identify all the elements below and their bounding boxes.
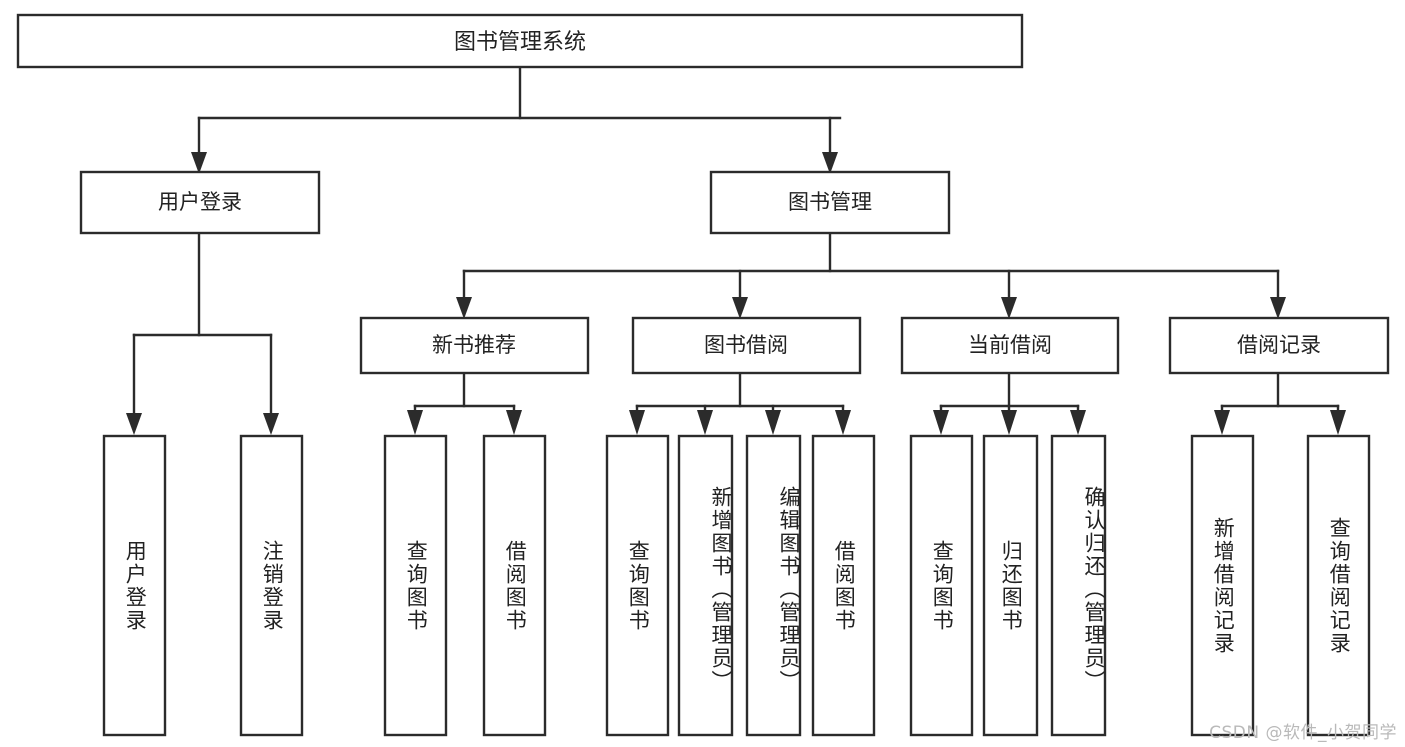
node-leaf-query-book-2[interactable] <box>605 434 670 737</box>
connector-borrowrecord-to-leaves <box>1214 371 1346 435</box>
node-leaf-return-book[interactable] <box>982 434 1039 737</box>
node-book-borrow-label: 图书借阅 <box>704 333 788 357</box>
node-book-management-label: 图书管理 <box>788 190 872 214</box>
node-book-borrow[interactable]: 图书借阅 <box>631 316 862 375</box>
node-current-borrow-label: 当前借阅 <box>968 333 1052 357</box>
connector-bookborrow-to-leaves <box>629 371 851 435</box>
node-leaf-logout-login[interactable] <box>239 434 304 737</box>
node-leaf-confirm-return[interactable] <box>1050 434 1107 737</box>
node-borrow-record-label: 借阅记录 <box>1237 333 1321 357</box>
node-new-book-recommend[interactable]: 新书推荐 <box>359 316 590 375</box>
node-leaf-user-login[interactable] <box>102 434 167 737</box>
node-leaf-add-book[interactable] <box>677 434 734 737</box>
node-current-borrow[interactable]: 当前借阅 <box>900 316 1120 375</box>
node-user-login[interactable]: 用户登录 <box>79 170 321 235</box>
connector-root-to-level1 <box>191 65 842 174</box>
node-leaf-query-borrow-record[interactable] <box>1306 434 1371 737</box>
node-user-login-label: 用户登录 <box>158 190 242 214</box>
node-root-label: 图书管理系统 <box>454 30 586 55</box>
node-leaf-query-book-1[interactable] <box>383 434 448 737</box>
connector-newbook-to-leaves <box>407 371 522 435</box>
connector-bookmgmt-to-level2 <box>456 231 1286 319</box>
node-leaf-edit-book[interactable] <box>745 434 802 737</box>
connector-currentborrow-to-leaves <box>933 371 1086 435</box>
node-new-book-recommend-label: 新书推荐 <box>432 333 516 357</box>
connector-userlogin-to-leaves <box>126 231 279 435</box>
node-book-management[interactable]: 图书管理 <box>709 170 951 235</box>
node-leaf-add-borrow-record[interactable] <box>1190 434 1255 737</box>
node-leaf-query-book-3[interactable] <box>909 434 974 737</box>
node-leaf-borrow-book-2[interactable] <box>811 434 876 737</box>
csdn-watermark: CSDN @软件_小贺同学 <box>1209 723 1397 743</box>
node-leaf-borrow-book-1[interactable] <box>482 434 547 737</box>
node-root[interactable]: 图书管理系统 <box>16 13 1024 69</box>
node-borrow-record[interactable]: 借阅记录 <box>1168 316 1390 375</box>
